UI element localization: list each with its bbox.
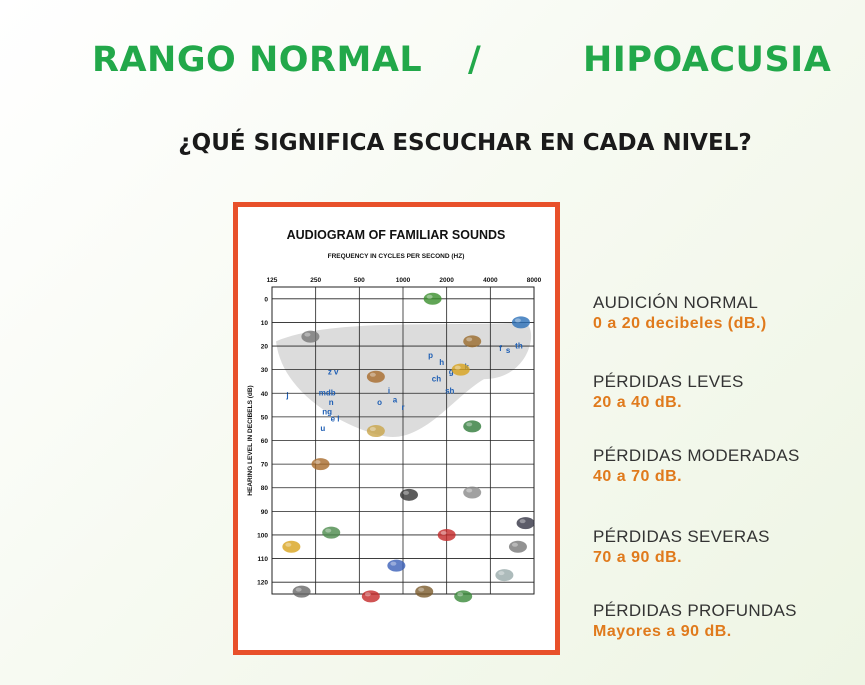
person-talking-icon bbox=[366, 370, 385, 383]
x-tick-label: 4000 bbox=[483, 277, 498, 284]
audiogram-chart: AUDIOGRAM OF FAMILIAR SOUNDS FREQUENCY IN… bbox=[247, 228, 542, 603]
speech-sound-label: sh bbox=[445, 386, 454, 395]
plot-border bbox=[271, 286, 535, 595]
y-tick-label: 40 bbox=[261, 391, 269, 398]
level-leves-label: PÉRDIDAS LEVES bbox=[593, 372, 744, 391]
helicopter-icon bbox=[508, 540, 527, 553]
y-tick-label: 70 bbox=[261, 462, 269, 469]
level-profundas-value: Mayores a 90 dB. bbox=[593, 623, 732, 640]
speech-sound-label: a bbox=[393, 396, 398, 405]
faucet-icon bbox=[301, 330, 320, 343]
clock-icon bbox=[451, 363, 470, 376]
speech-sound-label: f bbox=[499, 344, 502, 353]
truck-icon bbox=[282, 540, 301, 553]
x-axis-label: FREQUENCY IN CYCLES PER SECOND (HZ) bbox=[328, 253, 465, 260]
band-icon bbox=[387, 559, 406, 572]
y-tick-label: 80 bbox=[261, 485, 269, 492]
level-severas-label: PÉRDIDAS SEVERAS bbox=[593, 527, 770, 546]
rifle-icon bbox=[415, 585, 434, 598]
level-moderadas: PÉRDIDAS MODERADAS 40 a 70 dB. bbox=[593, 446, 800, 486]
y-tick-label: 50 bbox=[261, 414, 269, 421]
baby-icon bbox=[366, 425, 385, 438]
y-tick-label: 30 bbox=[261, 367, 269, 374]
y-tick-label: 100 bbox=[257, 532, 268, 539]
speech-sound-label: r bbox=[401, 403, 404, 412]
speech-sound-label: e l bbox=[331, 415, 340, 424]
piano-icon bbox=[400, 488, 419, 501]
level-leves: PÉRDIDAS LEVES 20 a 40 dB. bbox=[593, 372, 744, 412]
level-leves-value: 20 a 40 dB. bbox=[593, 394, 683, 411]
speech-sound-label: u bbox=[320, 424, 325, 433]
chart-title: AUDIOGRAM OF FAMILIAR SOUNDS bbox=[287, 228, 506, 242]
x-tick-label: 125 bbox=[267, 277, 278, 284]
speech-sound-label: th bbox=[515, 341, 523, 350]
level-profundas: PÉRDIDAS PROFUNDAS Mayores a 90 dB. bbox=[593, 601, 797, 641]
y-tick-label: 0 bbox=[264, 296, 268, 303]
rooster-icon bbox=[437, 528, 456, 541]
speech-sound-label: g bbox=[449, 367, 454, 376]
phone-icon bbox=[463, 486, 482, 499]
speech-sound-label: n bbox=[329, 398, 334, 407]
motorcycle-icon bbox=[516, 517, 535, 530]
title-hipoacusia: HIPOACUSIA bbox=[583, 40, 832, 80]
level-normal-label: AUDICIÓN NORMAL bbox=[593, 293, 759, 312]
jackhammer-icon bbox=[292, 585, 311, 598]
level-severas-value: 70 a 90 dB. bbox=[593, 549, 683, 566]
speech-sound-label: j bbox=[285, 391, 288, 400]
speech-sound-label: p bbox=[428, 351, 433, 360]
x-tick-label: 2000 bbox=[439, 277, 454, 284]
speech-sound-label: s bbox=[506, 346, 511, 355]
title-rango-normal: RANGO NORMAL bbox=[92, 40, 423, 80]
speech-sound-label: i bbox=[388, 386, 390, 395]
speech-banana-area bbox=[276, 322, 532, 438]
y-tick-label: 60 bbox=[261, 438, 269, 445]
x-tick-label: 8000 bbox=[527, 277, 542, 284]
level-severas: PÉRDIDAS SEVERAS 70 a 90 dB. bbox=[593, 527, 770, 567]
speech-sound-label: mdb bbox=[319, 389, 336, 398]
y-tick-label: 110 bbox=[258, 556, 269, 563]
speech-sound-label: o bbox=[377, 398, 382, 407]
level-normal: AUDICIÓN NORMAL 0 a 20 decibeles (dB.) bbox=[593, 293, 767, 333]
slide-subtitle: ¿QUÉ SIGNIFICA ESCUCHAR EN CADA NIVEL? bbox=[178, 130, 752, 156]
y-tick-label: 10 bbox=[261, 320, 269, 327]
dog-icon bbox=[311, 458, 330, 471]
y-tick-label: 90 bbox=[261, 509, 269, 516]
y-axis-label: HEARING LEVEL IN DECIBELS (dB) bbox=[247, 385, 254, 495]
people-icon bbox=[463, 335, 482, 348]
x-tick-label: 500 bbox=[354, 277, 365, 284]
lawnmower-icon bbox=[463, 420, 482, 433]
level-moderadas-value: 40 a 70 dB. bbox=[593, 468, 683, 485]
x-tick-label: 250 bbox=[310, 277, 321, 284]
y-tick-label: 20 bbox=[261, 344, 269, 351]
birds-icon bbox=[511, 316, 530, 329]
boxing-gloves-icon bbox=[361, 590, 380, 603]
title-separator: / bbox=[468, 40, 482, 80]
level-normal-value: 0 a 20 decibeles (dB.) bbox=[593, 315, 767, 332]
speech-sound-label: h bbox=[439, 358, 444, 367]
level-profundas-label: PÉRDIDAS PROFUNDAS bbox=[593, 601, 797, 620]
speech-sound-label: ch bbox=[432, 374, 441, 383]
leaves-icon bbox=[423, 292, 442, 305]
speech-sound-label: z v bbox=[328, 367, 339, 376]
airplane-icon bbox=[495, 569, 514, 582]
blender-icon bbox=[322, 526, 341, 539]
speech-sound-label: ng bbox=[322, 408, 332, 417]
y-tick-label: 120 bbox=[257, 580, 268, 587]
level-moderadas-label: PÉRDIDAS MODERADAS bbox=[593, 446, 800, 465]
firecracker-icon bbox=[454, 590, 473, 603]
audiogram-figure: AUDIOGRAM OF FAMILIAR SOUNDS FREQUENCY IN… bbox=[233, 202, 560, 655]
x-tick-label: 1000 bbox=[396, 277, 411, 284]
